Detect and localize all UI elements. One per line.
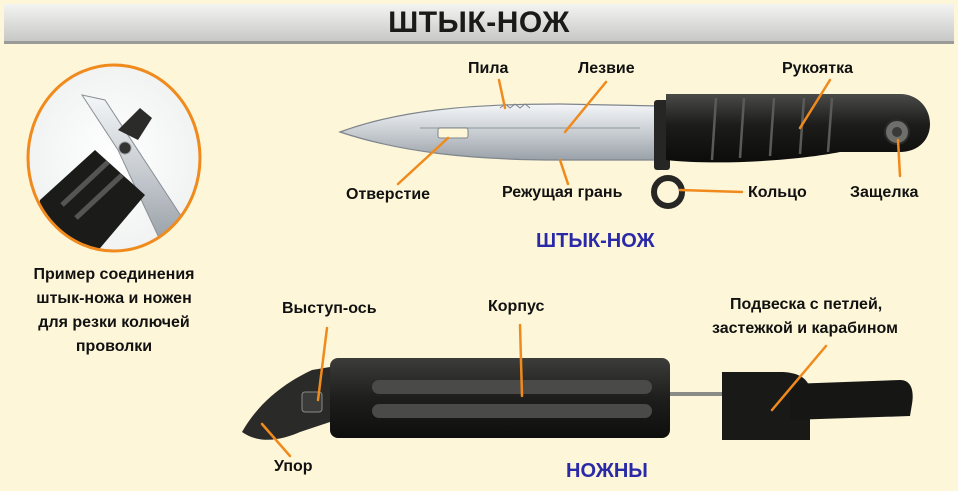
label-blade: Лезвие	[578, 60, 635, 77]
label-hanger-line1: Подвеска с петлей,	[730, 296, 883, 313]
blade-shape	[338, 103, 661, 161]
inset-caption-line: проволки	[75, 338, 153, 355]
sheath-stop	[242, 366, 336, 440]
leader-lines	[260, 78, 902, 458]
label-latch: Защелка	[850, 184, 919, 201]
bayonet-knife	[338, 94, 930, 209]
knife-caption: ШТЫК-НОЖ	[536, 230, 655, 252]
sheath	[242, 358, 913, 440]
label-hanger-line2: застежкой и карабином	[712, 320, 898, 337]
label-body: Корпус	[488, 298, 545, 315]
sheath-body	[330, 358, 670, 438]
label-cutting-edge: Режущая грань	[502, 184, 623, 201]
inset-caption-line: Пример соединения	[33, 266, 195, 283]
label-axis: Выступ-ось	[282, 300, 377, 317]
sheath-hanger	[722, 372, 810, 440]
page-title: ШТЫК-НОЖ	[388, 5, 570, 39]
ring-shape	[651, 175, 685, 209]
label-ring: Кольцо	[748, 184, 807, 201]
blade-hole	[437, 127, 469, 139]
label-hole: Отверстие	[346, 186, 431, 203]
handle-shape	[666, 94, 930, 163]
label-saw: Пила	[468, 60, 509, 77]
title-bar: ШТЫК-НОЖ	[4, 4, 954, 44]
label-stop: Упор	[274, 458, 313, 475]
sheath-caption: НОЖНЫ	[566, 460, 648, 482]
label-handle: Рукоятка	[782, 60, 854, 77]
inset-caption-line: штык-ножа и ножен	[36, 290, 192, 307]
inset-caption-line: для резки колючей	[38, 314, 190, 331]
inset-caption: Пример соединения штык-ножа и ножен для …	[8, 263, 220, 359]
inset-circle	[26, 63, 202, 253]
